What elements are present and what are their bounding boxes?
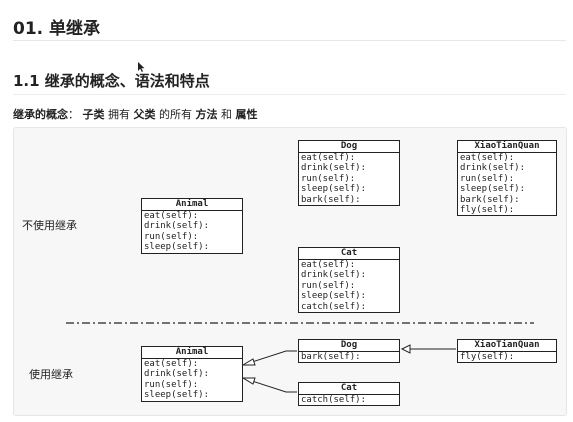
class-cat-child: Cat catch(self): [298, 382, 400, 407]
class-method: catch(self): [301, 301, 367, 312]
class-dog-child: Dog bark(self): [298, 339, 400, 364]
class-name: Cat [299, 248, 399, 260]
class-name: Dog [299, 340, 399, 352]
class-name: Dog [299, 141, 399, 153]
class-method: catch(self): [301, 395, 367, 405]
class-method: eat(self): [144, 211, 199, 221]
concept-methods: 方法 [195, 108, 218, 121]
class-method: run(self): [460, 173, 515, 184]
heading-single-inheritance: 01. 单继承 [13, 19, 101, 39]
class-xiaotianquan-child: XiaoTianQuan fly(self): [457, 339, 557, 364]
class-method: bark(self): [301, 352, 361, 362]
class-animal-standalone: Animal eat(self): drink(self): run(self)… [141, 198, 243, 254]
class-method: eat(self): [301, 260, 356, 270]
concept-subclass: 子类 [82, 108, 105, 121]
concept-text-2: 的所有 [159, 108, 192, 121]
heading2-divider [13, 94, 566, 95]
class-animal-parent: Animal eat(self): drink(self): run(self)… [141, 346, 243, 402]
inheritance-concept-line: 继承的概念： 子类 拥有 父类 的所有 方法 和 属性 [13, 106, 258, 122]
class-name: Cat [299, 383, 399, 395]
class-method: drink(self): [460, 163, 526, 174]
class-method: sleep(self): [144, 242, 210, 253]
class-diagram-panel: 不使用继承 使用继承 Animal eat(self): drink(self)… [13, 127, 567, 416]
class-method: bark(self): [301, 194, 361, 205]
class-cat-standalone: Cat eat(self): drink(self): run(self): s… [298, 247, 400, 314]
xtq-to-dog-arrowhead [400, 344, 411, 354]
class-dog-standalone: Dog eat(self): drink(self): run(self): s… [298, 140, 400, 207]
class-method: drink(self): [144, 369, 210, 380]
class-name: XiaoTianQuan [458, 340, 556, 352]
class-method: eat(self): [301, 153, 356, 163]
class-name: Animal [142, 347, 242, 359]
dog-to-animal-arrowhead [241, 358, 256, 366]
class-method: drink(self): [144, 221, 210, 232]
concept-parentclass: 父类 [133, 108, 156, 121]
class-method: bark(self): [460, 194, 520, 205]
cat-to-animal-arrowhead [241, 377, 256, 385]
class-name: XiaoTianQuan [458, 141, 556, 153]
class-method: drink(self): [301, 270, 367, 281]
concept-colon: ： [68, 108, 79, 121]
class-method: run(self): [301, 280, 356, 291]
class-method: eat(self): [144, 359, 199, 369]
class-method: run(self): [144, 231, 199, 242]
class-method: run(self): [301, 173, 356, 184]
concept-text-1: 拥有 [108, 108, 130, 121]
diagram-lines [66, 322, 534, 393]
cat-to-animal-arrow [245, 378, 297, 393]
class-method: fly(self): [460, 205, 515, 216]
concept-text-3: 和 [221, 108, 232, 121]
class-name: Animal [142, 199, 242, 211]
class-xiaotianquan-standalone: XiaoTianQuan eat(self): drink(self): run… [457, 140, 557, 217]
class-method: eat(self): [460, 153, 515, 163]
class-method: fly(self): [460, 352, 515, 362]
class-method: sleep(self): [301, 291, 367, 302]
heading1-divider [13, 40, 566, 41]
label-with-inheritance: 使用继承 [29, 368, 73, 381]
class-method: sleep(self): [301, 184, 367, 195]
class-method: sleep(self): [144, 390, 210, 401]
class-method: drink(self): [301, 163, 367, 174]
class-method: sleep(self): [460, 184, 526, 195]
label-without-inheritance: 不使用继承 [22, 219, 77, 232]
heading-inheritance-concept: 1.1 继承的概念、语法和特点 [13, 72, 210, 90]
mouse-cursor-icon [138, 62, 145, 72]
concept-attributes: 属性 [235, 108, 258, 121]
class-method: run(self): [144, 379, 199, 390]
concept-prefix: 继承的概念 [13, 108, 68, 121]
dog-to-animal-arrow [245, 350, 297, 365]
